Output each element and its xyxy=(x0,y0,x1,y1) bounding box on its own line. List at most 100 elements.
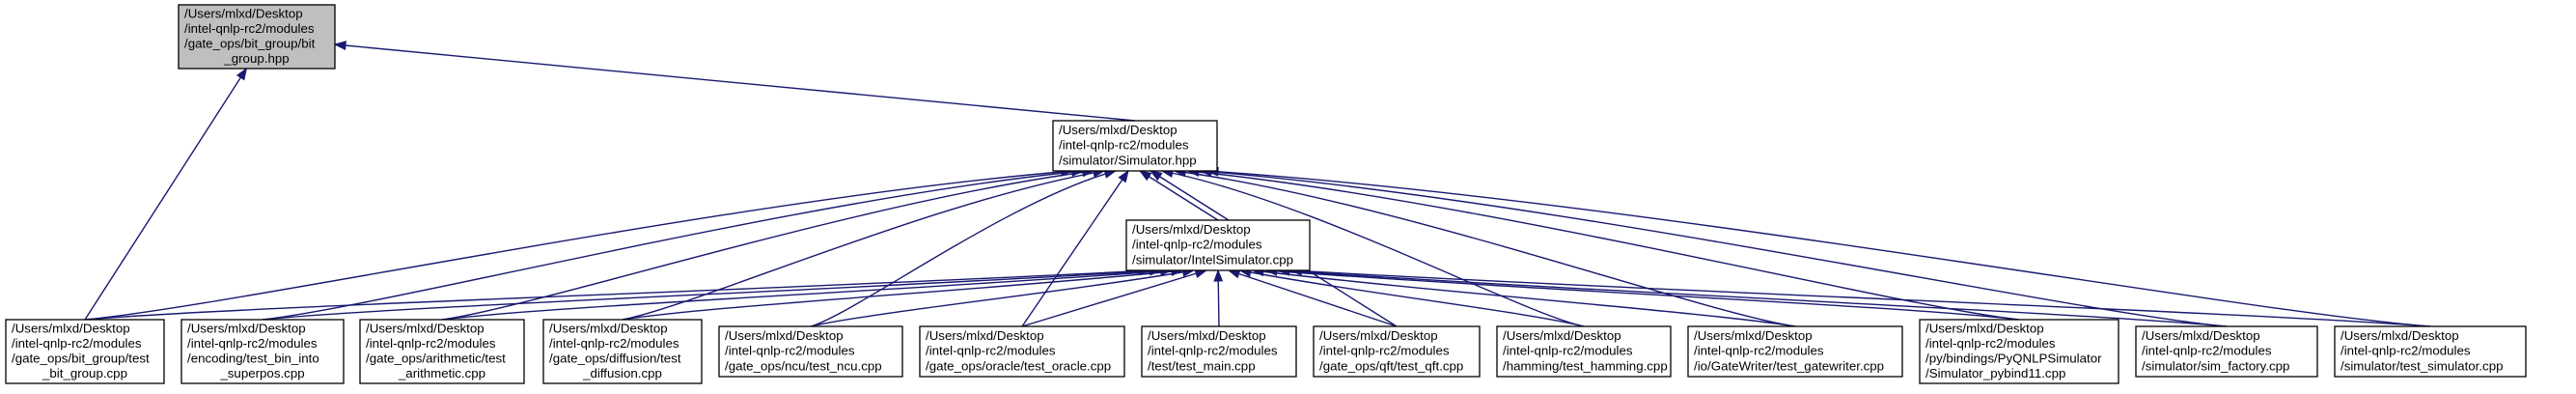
node-label-line: /Users/mlxd/Desktop xyxy=(1148,328,1266,343)
node-test-bit-group-cpp[interactable]: /Users/mlxd/Desktop/intel-qnlp-rc2/modul… xyxy=(5,319,165,384)
arrowhead xyxy=(1213,268,1224,282)
arrowhead xyxy=(333,41,346,50)
node-label-line: /Users/mlxd/Desktop xyxy=(1503,328,1621,343)
node-label-line: /intel-qnlp-rc2/modules xyxy=(366,336,496,351)
edge-sim_factory_cpp-to-simulator_hpp xyxy=(1199,167,2228,327)
node-test-diffusion-cpp[interactable]: /Users/mlxd/Desktop/intel-qnlp-rc2/modul… xyxy=(542,319,703,384)
node-label-line: /Users/mlxd/Desktop xyxy=(725,328,844,343)
node-sim-factory-cpp[interactable]: /Users/mlxd/Desktop/intel-qnlp-rc2/modul… xyxy=(2135,325,2318,378)
node-label-line: /Users/mlxd/Desktop xyxy=(1319,328,1438,343)
node-label-line: /Users/mlxd/Desktop xyxy=(2142,328,2260,343)
node-label-line: /Users/mlxd/Desktop xyxy=(1059,123,1177,137)
edge-test_simulator_cpp-to-intelsimulator_cpp xyxy=(1288,266,2431,327)
node-box xyxy=(2135,325,2318,378)
node-bit-group-hpp: /Users/mlxd/Desktop/intel-qnlp-rc2/modul… xyxy=(178,4,336,70)
node-box xyxy=(180,319,345,384)
node-label-line: /simulator/test_simulator.cpp xyxy=(2341,358,2504,373)
node-box xyxy=(1496,325,1672,378)
node-test-ncu-cpp[interactable]: /Users/mlxd/Desktop/intel-qnlp-rc2/modul… xyxy=(718,325,903,378)
node-label-line: /Users/mlxd/Desktop xyxy=(184,6,303,20)
node-simulator-pybind11-cpp[interactable]: /Users/mlxd/Desktop/intel-qnlp-rc2/modul… xyxy=(1919,319,2119,384)
node-box xyxy=(178,4,336,70)
node-box xyxy=(1125,219,1311,271)
node-label-line: /simulator/sim_factory.cpp xyxy=(2142,358,2289,373)
node-box xyxy=(1687,325,1903,378)
edge-simulator_hpp-to-bit_group_hpp xyxy=(333,41,1136,122)
node-label-line: /hamming/test_hamming.cpp xyxy=(1503,358,1668,373)
node-test-bin-into-superpos-cpp[interactable]: /Users/mlxd/Desktop/intel-qnlp-rc2/modul… xyxy=(180,319,345,384)
node-label-line: /Users/mlxd/Desktop xyxy=(366,321,485,335)
node-label-line: /Simulator_pybind11.cpp xyxy=(1925,366,2065,380)
edge-test_gatewriter_cpp-to-intelsimulator_cpp xyxy=(1251,267,1796,327)
node-box xyxy=(542,319,703,384)
node-label-line: /intel-qnlp-rc2/modules xyxy=(725,344,855,358)
node-label-line: /gate_ops/bit_group/test xyxy=(12,352,150,366)
node-label-line: /intel-qnlp-rc2/modules xyxy=(1319,344,1450,358)
arrowhead xyxy=(1227,268,1241,279)
arrowhead xyxy=(1150,170,1163,182)
edge-test_qft_cpp-to-intelsimulator_cpp xyxy=(1227,268,1398,327)
node-label-line: _group.hpp xyxy=(223,51,289,66)
node-label-line: /intel-qnlp-rc2/modules xyxy=(926,344,1056,358)
edge-test_bit_group_cpp-to-simulator_hpp xyxy=(84,167,1074,321)
node-label-line: /intel-qnlp-rc2/modules xyxy=(1925,336,2056,351)
node-simulator-hpp[interactable]: /Users/mlxd/Desktop/intel-qnlp-rc2/modul… xyxy=(1052,120,1218,172)
node-label-line: /intel-qnlp-rc2/modules xyxy=(1503,344,1633,358)
node-label-line: _superpos.cpp xyxy=(219,366,304,380)
node-box xyxy=(5,319,165,384)
node-intelsimulator-cpp[interactable]: /Users/mlxd/Desktop/intel-qnlp-rc2/modul… xyxy=(1125,219,1311,271)
node-test-simulator-cpp[interactable]: /Users/mlxd/Desktop/intel-qnlp-rc2/modul… xyxy=(2334,325,2527,378)
node-label-line: /Users/mlxd/Desktop xyxy=(12,321,130,335)
node-box xyxy=(718,325,903,378)
node-label-line: /io/GateWriter/test_gatewriter.cpp xyxy=(1694,358,1884,373)
edge-test_bit_group_cpp-to-bit_group_hpp xyxy=(84,67,248,321)
node-label-line: /gate_ops/ncu/test_ncu.cpp xyxy=(725,358,882,373)
node-box xyxy=(2334,325,2527,378)
node-label-line: /intel-qnlp-rc2/modules xyxy=(1148,344,1278,358)
node-box xyxy=(919,325,1125,378)
node-label-line: /intel-qnlp-rc2/modules xyxy=(2142,344,2272,358)
node-label-line: /intel-qnlp-rc2/modules xyxy=(2341,344,2471,358)
node-box xyxy=(1919,319,2119,384)
node-label-line: /Users/mlxd/Desktop xyxy=(1925,321,2044,335)
node-label-line: /Users/mlxd/Desktop xyxy=(1694,328,1813,343)
edge-test_oracle_cpp-to-intelsimulator_cpp xyxy=(1021,268,1208,327)
node-label-line: _bit_group.cpp xyxy=(42,366,127,380)
node-label-line: /gate_ops/bit_group/bit xyxy=(184,37,316,51)
node-label-line: /py/bindings/PyQNLPSimulator xyxy=(1925,352,2102,366)
node-test-arithmetic-cpp[interactable]: /Users/mlxd/Desktop/intel-qnlp-rc2/modul… xyxy=(359,319,525,384)
node-box xyxy=(1141,325,1297,378)
node-label-line: _diffusion.cpp xyxy=(582,366,662,380)
node-label-line: _arithmetic.cpp xyxy=(398,366,485,380)
node-test-hamming-cpp[interactable]: /Users/mlxd/Desktop/intel-qnlp-rc2/modul… xyxy=(1496,325,1672,378)
node-label-line: /Users/mlxd/Desktop xyxy=(187,321,306,335)
node-label-line: /gate_ops/qft/test_qft.cpp xyxy=(1319,358,1463,373)
edge-simulator_pybind11_cpp-to-simulator_hpp xyxy=(1186,167,2020,321)
arrowhead xyxy=(1138,170,1152,182)
node-box xyxy=(1313,325,1481,378)
node-label-line: /intel-qnlp-rc2/modules xyxy=(184,21,315,36)
node-label-line: /intel-qnlp-rc2/modules xyxy=(1059,138,1189,153)
arrowhead xyxy=(235,67,248,81)
node-label-line: /gate_ops/arithmetic/test xyxy=(366,352,506,366)
node-test-main-cpp[interactable]: /Users/mlxd/Desktop/intel-qnlp-rc2/modul… xyxy=(1141,325,1297,378)
node-box xyxy=(1052,120,1218,172)
node-label-line: /simulator/Simulator.hpp xyxy=(1059,153,1197,167)
node-box xyxy=(359,319,525,384)
edge-test_bit_group_cpp-to-intelsimulator_cpp xyxy=(84,266,1151,321)
edge-test_main_cpp-to-intelsimulator_cpp xyxy=(1213,268,1224,327)
node-label-line: /intel-qnlp-rc2/modules xyxy=(187,336,318,351)
node-label-line: /encoding/test_bin_into xyxy=(187,352,319,366)
node-label-line: /Users/mlxd/Desktop xyxy=(2341,328,2459,343)
node-label-line: /intel-qnlp-rc2/modules xyxy=(12,336,142,351)
node-label-line: /simulator/IntelSimulator.cpp xyxy=(1132,252,1293,267)
node-test-qft-cpp[interactable]: /Users/mlxd/Desktop/intel-qnlp-rc2/modul… xyxy=(1313,325,1481,378)
arrowhead xyxy=(1118,169,1129,183)
node-label-line: /Users/mlxd/Desktop xyxy=(549,321,668,335)
node-label-line: /intel-qnlp-rc2/modules xyxy=(549,336,679,351)
edge-test_oracle_cpp-to-simulator_hpp xyxy=(1021,169,1129,327)
node-label-line: /Users/mlxd/Desktop xyxy=(1132,222,1251,237)
node-test-gatewriter-cpp[interactable]: /Users/mlxd/Desktop/intel-qnlp-rc2/modul… xyxy=(1687,325,1903,378)
node-label-line: /gate_ops/oracle/test_oracle.cpp xyxy=(926,358,1111,373)
node-test-oracle-cpp[interactable]: /Users/mlxd/Desktop/intel-qnlp-rc2/modul… xyxy=(919,325,1125,378)
